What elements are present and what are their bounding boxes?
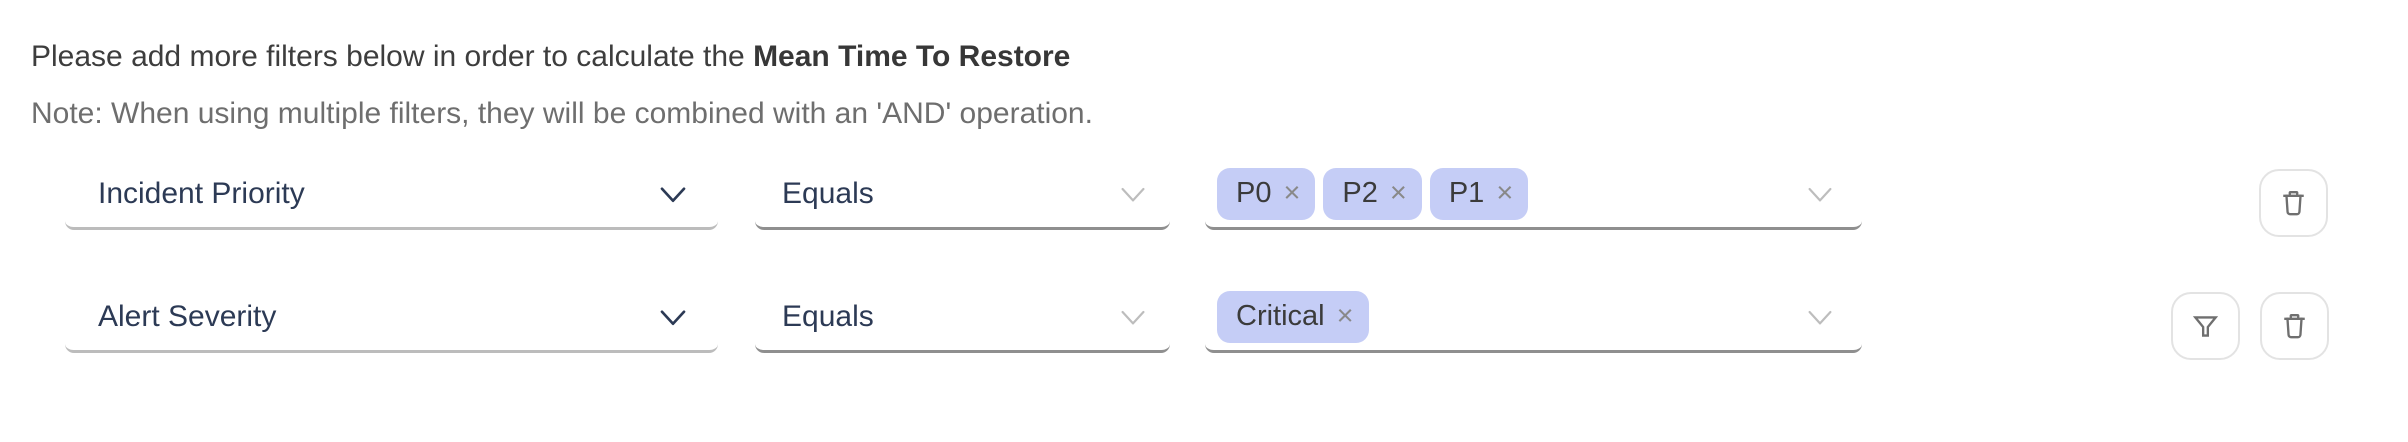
trash-icon [2283,190,2304,215]
field-select-incident-priority[interactable]: Incident Priority [65,160,718,230]
values-multiselect-row1[interactable]: P0 × P2 × P1 × [1205,160,1862,230]
value-tag: P0 × [1217,167,1316,220]
operator-select-row2[interactable]: Equals [755,283,1170,353]
operator-select-value: Equals [782,176,874,210]
chevron-down-icon [1121,310,1145,324]
field-select-value: Incident Priority [98,176,305,210]
operator-select-row1[interactable]: Equals [755,160,1170,230]
instruction-text: Please add more filters below in order t… [31,40,1070,74]
operator-select-value: Equals [782,299,874,333]
selected-values: Critical × [1205,290,1369,343]
remove-tag-icon[interactable]: × [1496,177,1514,209]
chevron-down-icon [660,186,686,202]
remove-tag-icon[interactable]: × [1336,300,1354,332]
value-tag: Critical × [1217,290,1369,343]
filter-options-row2-button[interactable] [2171,292,2240,360]
value-tag-label: P2 [1342,177,1378,209]
remove-tag-icon[interactable]: × [1389,177,1407,209]
value-tag-label: P1 [1448,177,1485,209]
field-select-alert-severity[interactable]: Alert Severity [65,283,718,353]
chevron-down-icon [1808,310,1832,324]
delete-filter-row2-button[interactable] [2260,292,2329,360]
instruction-prefix: Please add more filters below in order t… [31,40,754,73]
trash-icon [2284,313,2305,338]
values-multiselect-row2[interactable]: Critical × [1205,283,1862,353]
metric-name: Mean Time To Restore [753,40,1071,73]
selected-values: P0 × P2 × P1 × [1205,167,1529,220]
value-tag: P1 × [1429,167,1529,220]
chevron-down-icon [1808,187,1832,201]
value-tag-label: Critical [1236,300,1325,332]
remove-tag-icon[interactable]: × [1283,177,1301,209]
value-tag-label: P0 [1236,177,1272,209]
filter-icon [2192,315,2219,337]
value-tag: P2 × [1323,167,1422,220]
chevron-down-icon [1121,187,1145,201]
chevron-down-icon [660,309,686,325]
delete-filter-row1-button[interactable] [2259,169,2328,237]
field-select-value: Alert Severity [98,299,277,333]
and-operation-note: Note: When using multiple filters, they … [31,97,1093,130]
